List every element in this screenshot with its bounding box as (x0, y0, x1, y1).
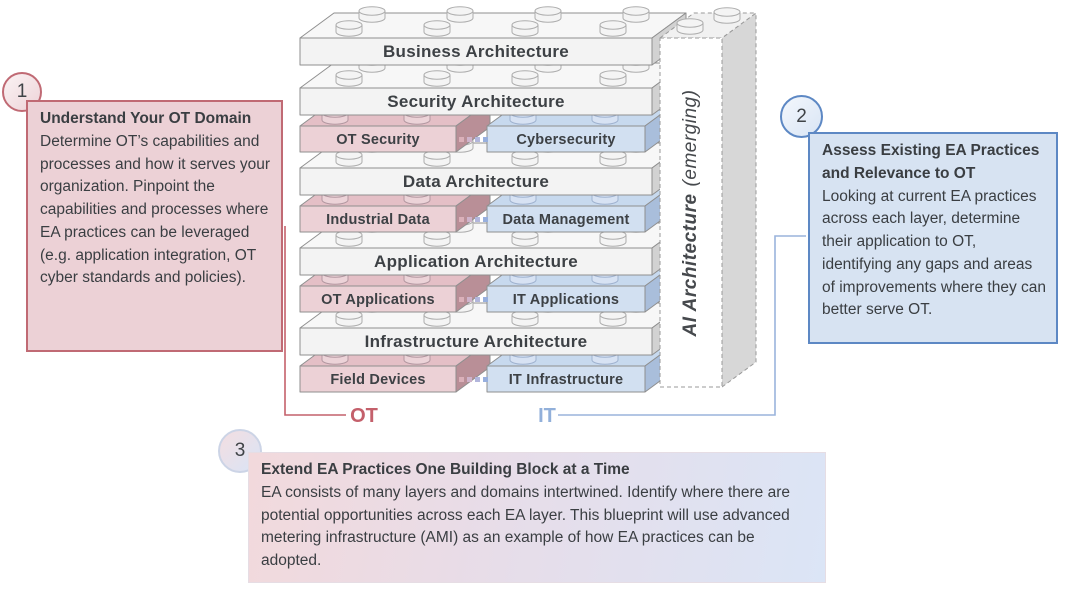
callout-2-number: 2 (796, 105, 807, 127)
ot-axis-label: OT (350, 405, 378, 427)
ai-bar-label: AI Architecture (emerging) (680, 90, 701, 338)
callout-1-number: 1 (16, 81, 28, 102)
brick-business-label: Business Architecture (383, 42, 569, 61)
brick-industrial-data-label: Industrial Data (326, 212, 430, 228)
callout-2-title: Assess Existing EA Practices and Relevan… (822, 142, 1040, 182)
it-connector-line (558, 235, 806, 416)
ot-it-link-dots (459, 137, 488, 142)
callout-2-body: Looking at current EA practices across e… (822, 187, 1046, 319)
ot-connector-line (284, 226, 346, 416)
brick-it-infrastructure-label: IT Infrastructure (509, 372, 624, 388)
ot-it-link-dots (459, 377, 488, 382)
callout-1-body: Determine OT’s capabilities and processe… (40, 132, 271, 287)
brick-data-management-label: Data Management (502, 212, 629, 228)
brick-ot-applications-label: OT Applications (321, 292, 435, 308)
ai-architecture-bar: AI Architecture (emerging) (658, 7, 758, 388)
brick-infrastructure-label: Infrastructure Architecture (365, 332, 588, 351)
callout-2-number-badge: 2 (780, 95, 823, 138)
brick-it-applications-label: IT Applications (513, 292, 619, 308)
brick-security-label: Security Architecture (387, 92, 565, 111)
brick-business-architecture: Business Architecture (299, 7, 687, 66)
brick-security-architecture: Security Architecture (299, 57, 687, 116)
ot-it-link-dots (459, 297, 488, 302)
brick-ot-security-label: OT Security (336, 132, 420, 148)
callout-3-title: Extend EA Practices One Building Block a… (261, 461, 630, 478)
ai-bar-label-qualifier: (emerging) (680, 90, 701, 187)
callout-1-title: Understand Your OT Domain (40, 110, 252, 127)
callout-3-number-badge: 3 (218, 429, 262, 473)
callout-1-box: Understand Your OT Domain Determine OT’s… (26, 100, 283, 352)
ai-bar-label-name: AI Architecture (680, 193, 701, 337)
brick-application-label: Application Architecture (374, 252, 578, 271)
callout-3-box: Extend EA Practices One Building Block a… (248, 452, 826, 583)
ot-it-link-dots (459, 217, 488, 222)
brick-data-label: Data Architecture (403, 172, 549, 191)
brick-field-devices-label: Field Devices (330, 372, 425, 388)
it-axis-label: IT (538, 405, 556, 427)
callout-3-body: EA consists of many layers and domains i… (261, 483, 790, 570)
callout-3-number: 3 (234, 440, 246, 461)
brick-cybersecurity-label: Cybersecurity (516, 132, 615, 148)
callout-2-box: Assess Existing EA Practices and Relevan… (808, 132, 1058, 344)
